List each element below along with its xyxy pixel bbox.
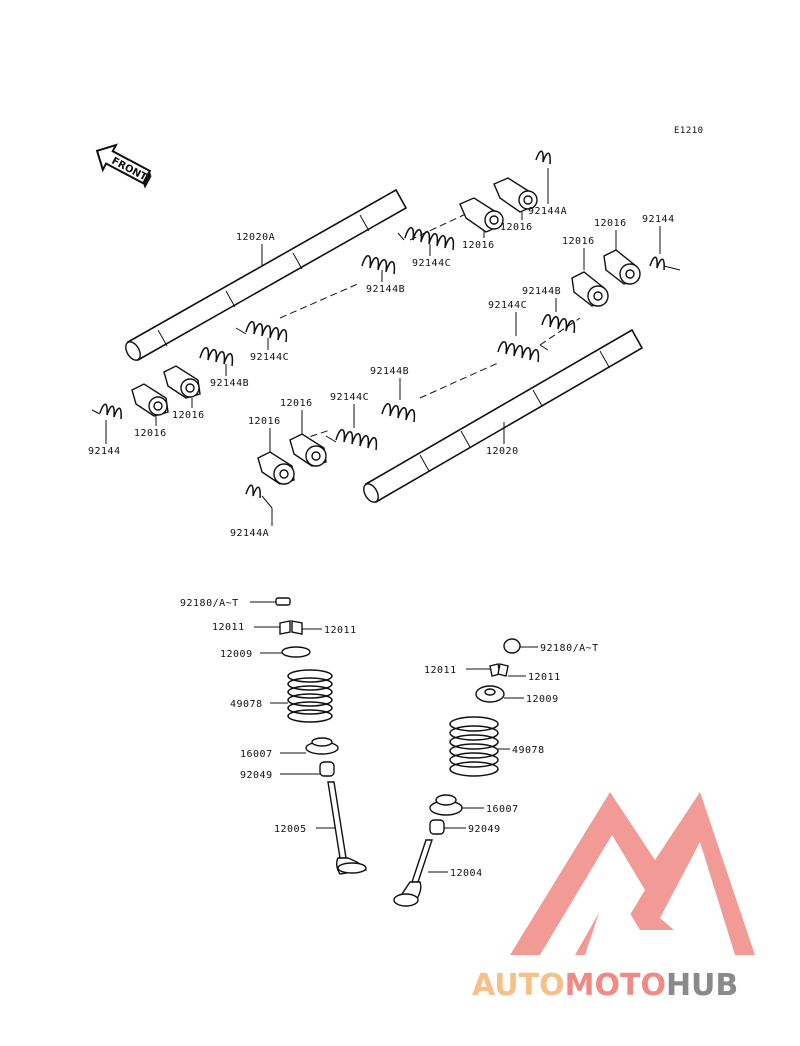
- valve-assembly-left: [275, 597, 368, 875]
- spring-92144a-bottom: [245, 484, 273, 509]
- rocker-shaft-12020: [363, 328, 644, 504]
- seal-right: [429, 819, 445, 835]
- label-12016-4: 12016: [562, 236, 595, 247]
- label-92144-left: 92144: [88, 446, 121, 457]
- right-valve-labels: 92180/A~T 12011 12011 12009 49078 16007 …: [424, 643, 599, 879]
- rocker-arm-2: [459, 197, 504, 233]
- spring-92144b-3: [541, 314, 576, 334]
- spring-92144-left: [91, 403, 122, 420]
- label-12009-right: 12009: [526, 694, 559, 705]
- cotter-left-b: [291, 620, 303, 635]
- label-16007-right: 16007: [486, 804, 519, 815]
- rocker-arm-8: [257, 451, 295, 485]
- cotter-right-b: [497, 663, 509, 677]
- label-12011-right-1: 12011: [424, 665, 457, 676]
- valve-12004: [411, 839, 433, 883]
- label-92144-right: 92144: [642, 214, 675, 225]
- spring-92144c-4: [325, 429, 378, 451]
- rocker-arm-7: [289, 433, 327, 467]
- rocker-arm-5: [163, 365, 201, 399]
- label-12016-1: 12016: [500, 222, 533, 233]
- label-92180-left: 92180/A~T: [180, 598, 239, 609]
- label-92144b-4: 92144B: [370, 366, 409, 377]
- spring-92144b-4: [381, 403, 416, 423]
- automotohub-logo: [510, 792, 755, 955]
- watermark-text: AUTOMOTOHUB: [472, 968, 738, 1003]
- watermark-moto: MOTO: [565, 968, 666, 1003]
- label-12011-left-2: 12011: [324, 625, 357, 636]
- valve-assembly-right: [393, 638, 521, 907]
- label-12016-3: 12016: [594, 218, 627, 229]
- spring-92144c-2: [235, 321, 288, 343]
- rocker-arm-3: [603, 249, 641, 285]
- rocker-arm-4: [571, 271, 609, 307]
- watermark-auto: AUTO: [472, 968, 565, 1003]
- spring-92144-right: [649, 256, 681, 271]
- front-arrow-icon: FRONT: [95, 143, 152, 189]
- label-92144c-3: 92144C: [488, 300, 527, 311]
- label-92049-right: 92049: [468, 824, 501, 835]
- label-92144a-bottom: 92144A: [230, 528, 269, 539]
- label-92144c-4: 92144C: [330, 392, 369, 403]
- spring-92144c-1: [397, 227, 455, 251]
- key-92180-left: [275, 597, 291, 606]
- label-16007-left: 16007: [240, 749, 273, 760]
- cotter-left-a: [279, 620, 291, 635]
- label-12016-6: 12016: [134, 428, 167, 439]
- label-92144b-1: 92144B: [366, 284, 405, 295]
- label-12011-left-1: 12011: [212, 622, 245, 633]
- label-12011-right-2: 12011: [528, 672, 561, 683]
- spring-92144b-1: [361, 255, 396, 275]
- valve-spring-left: [287, 669, 333, 723]
- spring-92144c-3: [497, 341, 549, 363]
- diagram-code: E1210: [674, 126, 704, 136]
- watermark-hub: HUB: [666, 968, 738, 1003]
- label-49078-left: 49078: [230, 699, 263, 710]
- label-92144a-top: 92144A: [528, 206, 567, 217]
- label-49078-right: 49078: [512, 745, 545, 756]
- label-12020a: 12020A: [236, 232, 275, 243]
- left-valve-labels: 92180/A~T 12011 12011 12009 49078 16007 …: [180, 598, 357, 835]
- label-12016-5: 12016: [172, 410, 205, 421]
- label-92049-left: 92049: [240, 770, 273, 781]
- spring-92144b-2: [199, 347, 234, 367]
- rocker-shaft-12020a: [125, 188, 408, 362]
- rocker-arm-6: [131, 383, 169, 417]
- spring-92144a-top: [535, 150, 551, 165]
- label-12009-left: 12009: [220, 649, 253, 660]
- label-12005: 12005: [274, 824, 307, 835]
- valve-spring-right: [449, 716, 499, 777]
- label-12016-7: 12016: [280, 398, 313, 409]
- label-92144c-1: 92144C: [412, 258, 451, 269]
- rocker-arm-1: [493, 177, 538, 213]
- label-12016-2: 12016: [462, 240, 495, 251]
- valve-12005: [327, 781, 347, 859]
- label-12016-8: 12016: [248, 416, 281, 427]
- retainer-left: [281, 646, 311, 658]
- label-92144b-3: 92144B: [522, 286, 561, 297]
- seal-left: [319, 761, 335, 777]
- label-92144b-2: 92144B: [210, 378, 249, 389]
- label-92144c-2: 92144C: [250, 352, 289, 363]
- label-12004: 12004: [450, 868, 483, 879]
- label-92180-right: 92180/A~T: [540, 643, 599, 654]
- label-12020: 12020: [486, 446, 519, 457]
- upper-labels: 12020A 92144A 12016 12016 12016 92144 12…: [88, 168, 675, 539]
- key-92180-right: [503, 638, 521, 654]
